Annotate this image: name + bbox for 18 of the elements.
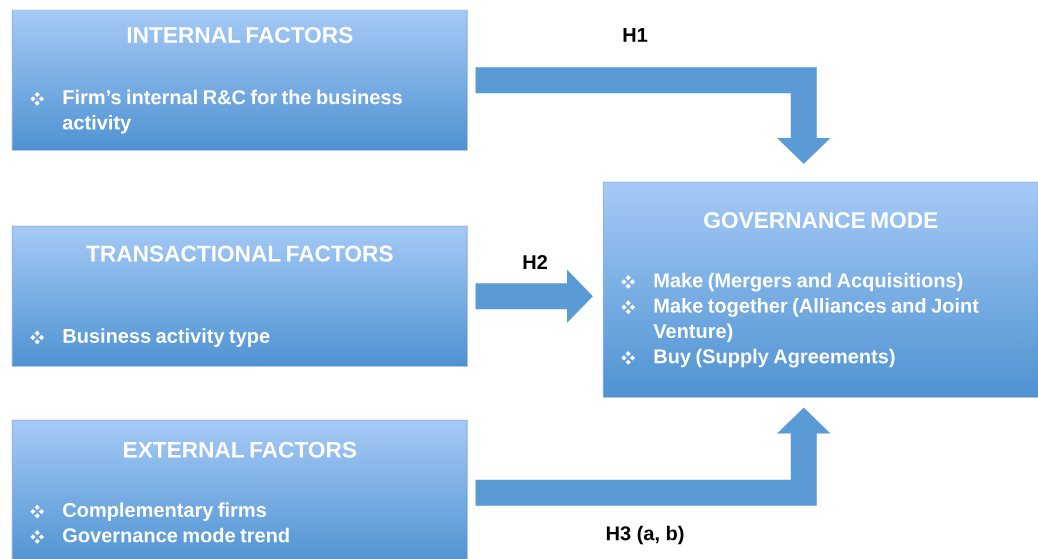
- factor-box: [12, 226, 468, 367]
- factor-box: [12, 420, 468, 559]
- factor-box: [12, 10, 468, 151]
- bullet-item: Make (Mergers and Acquisitions): [654, 272, 963, 292]
- edge-label: H1: [620, 26, 650, 44]
- factor-box: [603, 182, 1038, 398]
- edge-label: H3 (a, b): [604, 524, 686, 546]
- box-title: GOVERNANCE MODE: [704, 212, 938, 229]
- box-title: INTERNAL FACTORS: [127, 26, 353, 43]
- bullet-item: Complementary firms: [63, 502, 266, 521]
- bullet-item: Business activity type: [63, 328, 270, 347]
- bullet-item: Firm’s internal R&C for the business activity: [62, 89, 402, 134]
- box-title: EXTERNAL FACTORS: [124, 441, 357, 458]
- bullet-item: Make together (Alliances and Joint Venture): [653, 298, 979, 343]
- bullet-item: Buy (Supply Agreements): [654, 348, 895, 368]
- box-title: TRANSACTIONAL FACTORS: [86, 245, 393, 262]
- bullet-item: Governance mode trend: [63, 527, 289, 543]
- edge-label: H2: [520, 253, 550, 271]
